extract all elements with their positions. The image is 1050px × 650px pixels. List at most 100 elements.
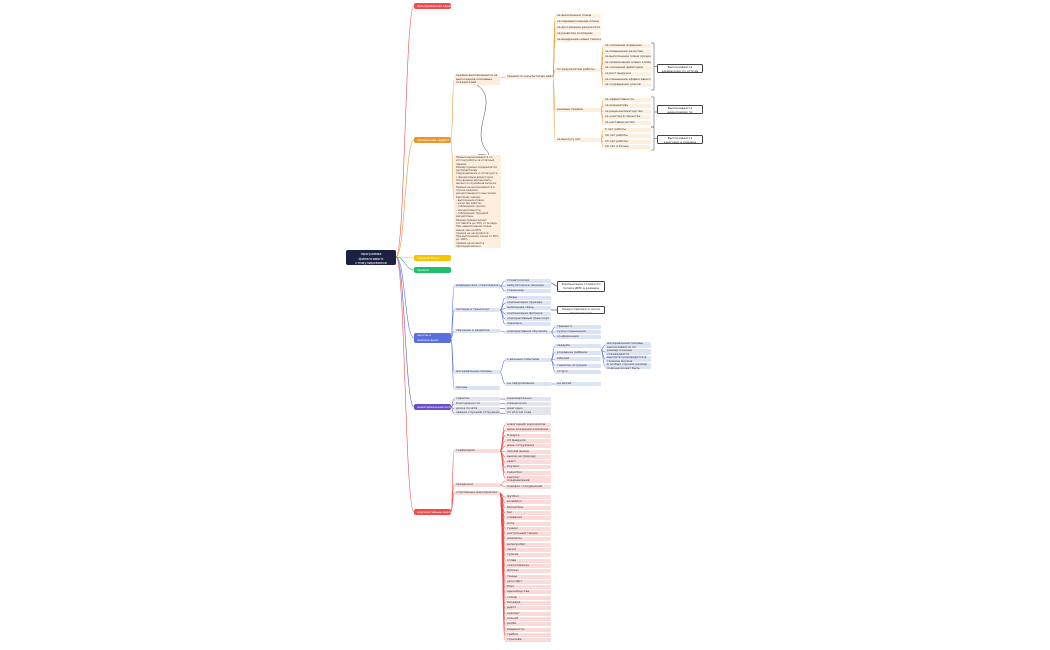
orange-list-b-item[interactable]: за рационализаторство bbox=[603, 109, 651, 114]
red-list-3-item[interactable]: настольный теннис bbox=[505, 532, 551, 537]
blue-cat4-item[interactable]: юбилей bbox=[555, 357, 601, 361]
branch-nonmaterial[interactable]: нематериальная мотивация bbox=[414, 404, 451, 410]
orange-list-a-item[interactable]: за снижение дебиторки bbox=[603, 66, 651, 71]
red-list-3-item[interactable]: бокс bbox=[505, 585, 551, 590]
orange-list-a-item[interactable]: за привлечение новых клиентов, за сохран… bbox=[603, 60, 651, 65]
orange-list-c-item[interactable]: 20 лет и более bbox=[603, 145, 651, 150]
red-list-1-item[interactable]: выезд на природу bbox=[505, 454, 551, 459]
red-list-3-item[interactable]: дартс bbox=[505, 606, 551, 611]
red-list-3-item[interactable]: йога bbox=[505, 521, 551, 526]
orange-list-b-item[interactable]: за участие в проектах bbox=[603, 115, 651, 120]
red-list-1-item[interactable]: день рождения компании bbox=[505, 428, 551, 433]
red-list-1-item[interactable]: день сотрудника bbox=[505, 444, 551, 449]
red-list-3-item[interactable]: танцы bbox=[505, 574, 551, 579]
red-list-3-item[interactable]: теннис bbox=[505, 526, 551, 531]
blue-cat2-item[interactable]: компенсация фитнеса bbox=[505, 311, 551, 316]
blue-cat5[interactable]: прочее bbox=[454, 386, 500, 390]
orange-list-c-item[interactable]: 10 лет работы bbox=[603, 133, 651, 138]
orange-list-a-item[interactable]: за сокращение сроков bbox=[603, 83, 651, 88]
red-list-3-item[interactable]: футбол bbox=[505, 495, 551, 499]
blue-desc-item[interactable]: материальная помощь выплачивается по зая… bbox=[605, 342, 651, 348]
red-list-3-item[interactable]: стрельба bbox=[505, 638, 551, 643]
orange-list-a-item[interactable]: за выполнение плана продаж bbox=[603, 55, 651, 60]
orange-sub1[interactable]: по результатам работы bbox=[555, 68, 601, 72]
red-list-2-item[interactable]: подарки сотрудникам bbox=[505, 484, 551, 489]
blue-cat4-item[interactable]: рождение ребёнка bbox=[555, 350, 601, 355]
orange-top-item[interactable]: за достижение результата bbox=[555, 26, 601, 30]
branch-corporate-events[interactable]: корпоративные мероприятия bbox=[414, 509, 451, 515]
orange-list-a-item[interactable]: за рост выручки bbox=[603, 72, 651, 76]
red-list-3-item[interactable]: лыжи bbox=[505, 548, 551, 552]
orange-intro[interactable]: премия по результатам работы (KPI) bbox=[505, 75, 553, 79]
purple-value[interactable]: по итогам года bbox=[505, 411, 551, 416]
orange-list-b-item[interactable]: за наставничество bbox=[603, 121, 651, 126]
orange-sub3[interactable]: за выслугу лет bbox=[555, 138, 601, 142]
red-list-1-item[interactable]: квест bbox=[505, 460, 551, 465]
blue-cat2-item[interactable]: корпоративный транспорт bbox=[505, 316, 551, 321]
blue-cat2[interactable]: питание и транспорт bbox=[454, 308, 500, 312]
orange-list-c-item[interactable]: 5 лет работы bbox=[603, 128, 651, 132]
red-list-3-item[interactable]: керлинг bbox=[505, 611, 551, 616]
orange-list-b-item[interactable]: за инициативу bbox=[603, 103, 651, 108]
red-head3[interactable]: спортивные мероприятия bbox=[454, 491, 500, 495]
blue-cat3-item[interactable]: конференции bbox=[555, 335, 601, 339]
red-list-3-item[interactable]: туризм bbox=[505, 553, 551, 558]
purple-item[interactable]: грамоты bbox=[454, 397, 500, 401]
red-list-1-item[interactable]: 8 марта bbox=[505, 433, 551, 438]
purple-value[interactable]: ежеквартально bbox=[505, 397, 551, 401]
purple-item[interactable]: благодарности bbox=[454, 401, 500, 406]
blue-cat4[interactable]: материальная помощь bbox=[454, 370, 500, 374]
blue-desc-item[interactable]: в особых случаях размер помощи может быт… bbox=[605, 363, 651, 369]
branch-fixed-salary[interactable]: фиксированная заработная плата bbox=[414, 3, 451, 9]
blue-cat4-mid[interactable]: к важным событиям bbox=[505, 358, 551, 362]
orange-list-a-item[interactable]: за повышение эффективности bbox=[603, 77, 651, 82]
orange-top-item[interactable]: за перевыполнение плана bbox=[555, 20, 601, 24]
red-head2[interactable]: праздники bbox=[454, 483, 500, 487]
blue-desc-item[interactable]: размер помощи определяется руководством … bbox=[605, 349, 651, 355]
red-list-3-item[interactable]: фитнес bbox=[505, 569, 551, 574]
red-list-3-item[interactable]: велопробег bbox=[505, 542, 551, 547]
red-list-3-item[interactable]: сплав bbox=[505, 558, 551, 563]
red-list-1-item[interactable]: 23 февраля bbox=[505, 438, 551, 443]
purple-item[interactable]: доска почёта bbox=[454, 406, 500, 411]
red-list-3-item[interactable]: баскетбол bbox=[505, 505, 551, 510]
blue-cat3-mid[interactable]: корпоративное обучение bbox=[505, 330, 551, 334]
red-list-1-item[interactable]: пейнтбол bbox=[505, 470, 551, 475]
red-list-3-item[interactable]: шахматы bbox=[505, 537, 551, 542]
blue-cat1[interactable]: медицинское страхование (ДМС) bbox=[454, 284, 500, 288]
branch-annual-bonus[interactable]: годовой бонус bbox=[414, 255, 451, 261]
blue-cat3-item[interactable]: курсы повышения bbox=[555, 330, 601, 334]
blue-cat4-sub-1[interactable]: на оздоровление bbox=[505, 382, 551, 386]
red-list-3-item[interactable]: кроссфит bbox=[505, 579, 551, 584]
purple-value[interactable]: ежегодно bbox=[505, 406, 551, 411]
red-list-1-item[interactable]: новогодний корпоратив bbox=[505, 423, 551, 427]
blue-cat2-item[interactable]: обеды bbox=[505, 296, 551, 300]
root-node[interactable]: программа финансового стимулирования (мо… bbox=[346, 250, 396, 274]
blue-cat3[interactable]: обучение и развитие bbox=[454, 329, 500, 333]
orange-list-a-item[interactable]: за снижение издержек bbox=[603, 44, 651, 48]
branch-benefits[interactable]: льготы и компенсации, социальный пакет bbox=[414, 333, 451, 343]
purple-item[interactable]: звание «лучший сотрудник» bbox=[454, 411, 500, 416]
blue-cat2-item[interactable]: мобильная связь bbox=[505, 306, 551, 311]
red-list-3-item[interactable]: гольф bbox=[505, 595, 551, 600]
red-list-3-item[interactable]: бадминтон bbox=[505, 627, 551, 632]
red-head1[interactable]: тимбилдинг bbox=[454, 449, 500, 453]
red-list-1-item[interactable]: боулинг bbox=[505, 465, 551, 470]
red-list-3-item[interactable]: единоборства bbox=[505, 590, 551, 595]
blue-cat4-item[interactable]: отпуск bbox=[555, 370, 601, 374]
red-list-3-item[interactable]: гребля bbox=[505, 632, 551, 637]
orange-top-item[interactable]: за развитие компании bbox=[555, 32, 601, 36]
orange-list-b-item[interactable]: за эффективность bbox=[603, 98, 651, 102]
blue-cat2-item[interactable]: компенсация проезда bbox=[505, 301, 551, 306]
blue-cat1-item[interactable]: стоматология bbox=[505, 279, 551, 283]
red-list-1-item[interactable]: летний выезд bbox=[505, 449, 551, 454]
red-list-3-item[interactable]: плавание bbox=[505, 516, 551, 521]
blue-desc-item[interactable]: выплата производится в течение месяца bbox=[605, 356, 651, 362]
blue-cat4-item[interactable]: свадьба bbox=[555, 344, 601, 348]
orange-list-c-item[interactable]: 15 лет работы bbox=[603, 139, 651, 144]
orange-top-item[interactable]: за внедрение новых технологий bbox=[555, 38, 601, 42]
blue-cat1-item[interactable]: стационар bbox=[505, 289, 551, 293]
red-list-1-item[interactable]: картинг bbox=[505, 476, 551, 480]
red-list-3-item[interactable]: скалолазание bbox=[505, 563, 551, 568]
blue-cat3-item[interactable]: тренинги bbox=[555, 325, 601, 329]
